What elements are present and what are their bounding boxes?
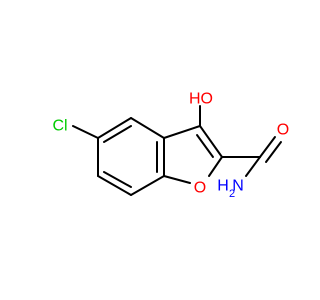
amide-hydrogen-count-label: 2 xyxy=(229,188,235,200)
bond-c7a-c7 xyxy=(130,175,165,196)
bond-c3-c2-inner xyxy=(196,134,214,158)
carbonyl-oxygen-label: O xyxy=(277,122,289,139)
bond-c7-c6 xyxy=(97,175,132,196)
bond-c5-c4 xyxy=(97,117,132,139)
hydroxyl-label: HO xyxy=(189,91,213,108)
bond-c7-c6-inner xyxy=(103,171,132,188)
bond-o1-c7a xyxy=(163,175,191,184)
bond-c4-c3a xyxy=(130,117,165,139)
molecule-diagram: Cl HO O O N H 2 xyxy=(52,91,289,201)
amide-nitrogen-label: N xyxy=(232,178,244,195)
bond-c5-c4-inner xyxy=(103,125,132,143)
amide-hydrogen-label: H xyxy=(217,178,229,195)
bond-c3a-c3 xyxy=(163,125,201,139)
structure-canvas: Cl HO O O N H 2 xyxy=(52,90,290,201)
bond-c2-o1 xyxy=(208,156,223,177)
bond-c3-c2 xyxy=(199,125,223,158)
bond-camide-n xyxy=(245,156,261,177)
chlorine-label: Cl xyxy=(52,118,67,135)
bond-camide-o xyxy=(259,136,276,158)
atom-labels: Cl HO O O N H 2 xyxy=(52,91,289,201)
bonds xyxy=(72,105,282,196)
bond-camide-o-inner xyxy=(265,141,282,163)
bond-c5-cl xyxy=(72,125,99,139)
ring-oxygen-label: O xyxy=(194,180,206,197)
